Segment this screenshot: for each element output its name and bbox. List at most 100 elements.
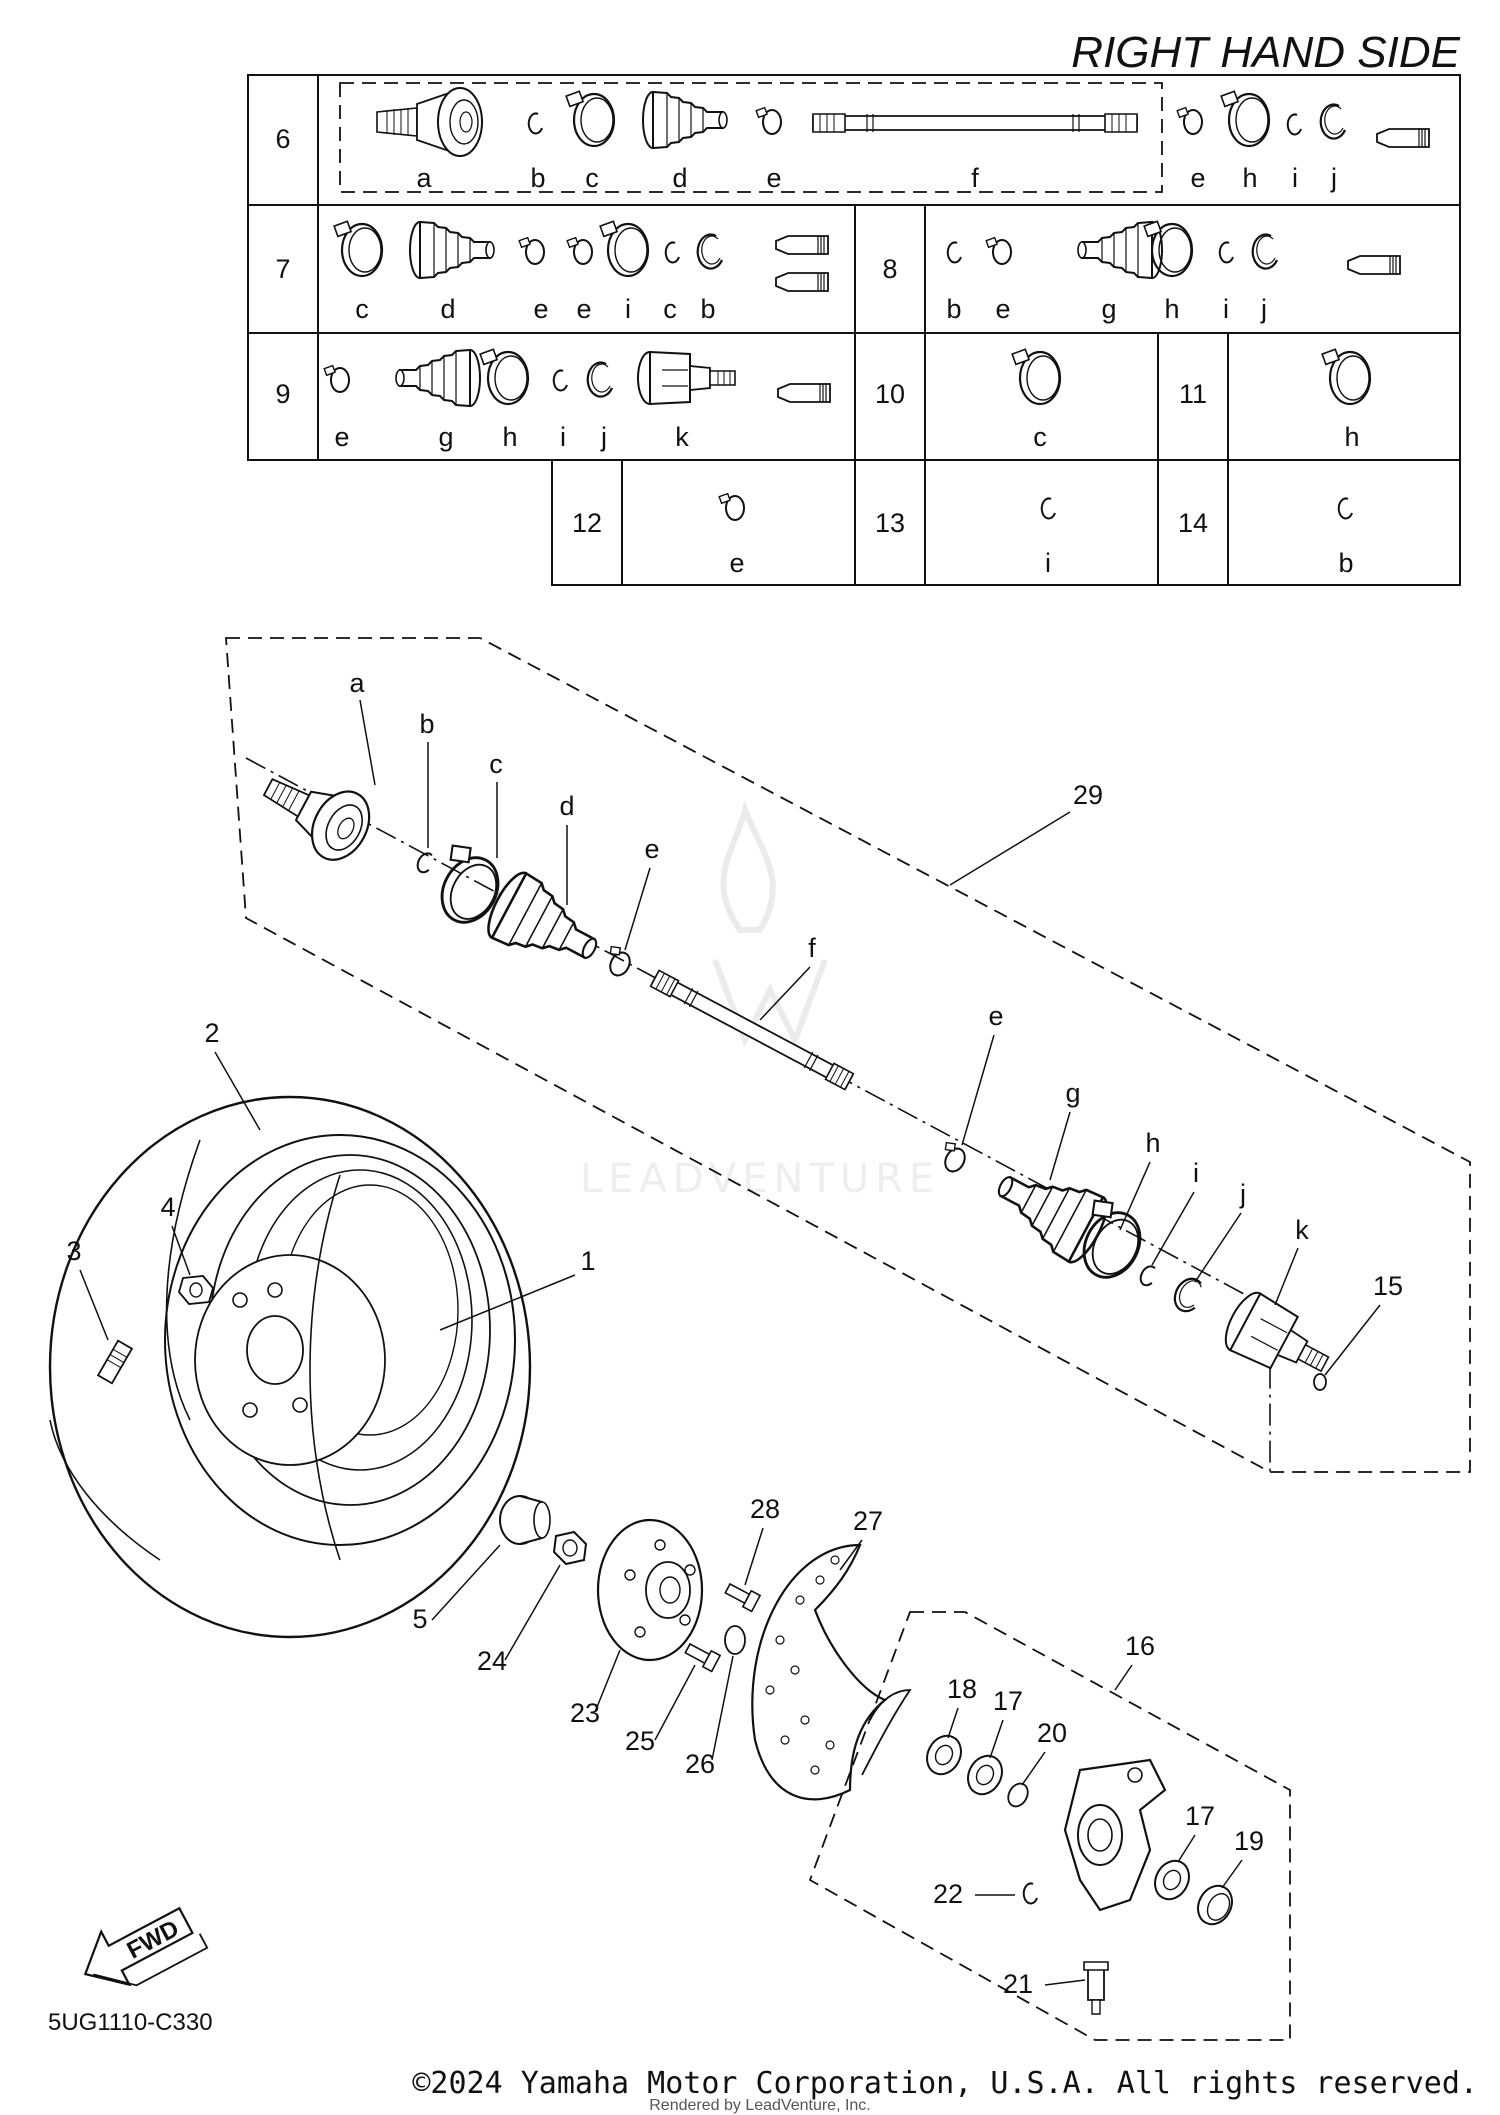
drive-shaft-assembly: a b c d e f e g h i j k xyxy=(225,637,1471,1473)
svg-text:g: g xyxy=(1065,1078,1080,1108)
boot-clamp-icon xyxy=(1220,90,1271,148)
svg-text:j: j xyxy=(600,422,607,452)
svg-text:e: e xyxy=(1190,163,1205,193)
watermark: LEADVENTURE xyxy=(580,799,934,1202)
callout-5: 5 xyxy=(412,1604,427,1634)
page-title: RIGHT HAND SIDE xyxy=(1071,28,1460,77)
callout-25: 26 xyxy=(685,1749,715,1779)
circlip-icon xyxy=(1218,241,1234,264)
svg-text:e: e xyxy=(576,294,591,324)
svg-text:b: b xyxy=(700,294,715,324)
wheel-nut xyxy=(178,1275,214,1305)
svg-text:k: k xyxy=(1295,1215,1309,1245)
svg-text:c: c xyxy=(663,294,677,324)
snap-ring-icon xyxy=(1251,233,1279,270)
callout-28: 28 xyxy=(750,1494,780,1524)
svg-text:d: d xyxy=(672,163,687,193)
svg-text:e: e xyxy=(533,294,548,324)
callout-18: 18 xyxy=(947,1674,977,1704)
svg-text:g: g xyxy=(1101,294,1116,324)
svg-text:c: c xyxy=(489,749,503,779)
steering-knuckle xyxy=(1063,1758,1167,1912)
circlip-b xyxy=(413,849,437,876)
kit-table: 6 xyxy=(247,74,1461,586)
circlip-22 xyxy=(1022,1882,1038,1905)
boot-icon xyxy=(642,91,728,149)
shaft-letter-labels: a b c d e f e g h i j k xyxy=(349,668,1309,1306)
knuckle-group-16 xyxy=(808,1611,1291,2041)
svg-text:e: e xyxy=(644,834,659,864)
copyright-notice: ©2024 Yamaha Motor Corporation, U.S.A. A… xyxy=(412,2066,1478,2101)
axle-nut-26 xyxy=(552,1530,588,1566)
circlip-15 xyxy=(1313,1373,1327,1391)
svg-text:h: h xyxy=(1164,294,1179,324)
svg-text:d: d xyxy=(440,294,455,324)
inner-cv-joint-k xyxy=(1224,1291,1330,1373)
inner-joint-icon xyxy=(637,350,736,406)
svg-text:b: b xyxy=(419,709,434,739)
kit-row-11: 11 h xyxy=(1179,348,1372,452)
circlip-icon xyxy=(1286,113,1302,136)
callout-17-upper: 17 xyxy=(993,1686,1023,1716)
svg-text:b: b xyxy=(530,163,545,193)
drive-shaft-icon xyxy=(812,113,1138,133)
svg-text:c: c xyxy=(1033,422,1047,452)
callout-3: 3 xyxy=(66,1236,81,1266)
svg-text:12: 12 xyxy=(572,508,602,538)
boot-clamp-icon xyxy=(599,220,650,278)
callout-27: 27 xyxy=(853,1506,883,1536)
svg-text:f: f xyxy=(808,933,816,963)
row-number: 7 xyxy=(275,254,290,284)
circlip-icon xyxy=(1040,497,1056,520)
svg-text:i: i xyxy=(1193,1158,1199,1188)
svg-text:i: i xyxy=(625,294,631,324)
svg-text:e: e xyxy=(334,422,349,452)
bearing-17-lower xyxy=(1154,1859,1190,1901)
outer-joint-icon xyxy=(376,87,483,157)
shaft-f xyxy=(649,969,855,1091)
circlip-icon xyxy=(552,369,568,392)
kit-row-9: 9 e g h i j k xyxy=(275,348,831,452)
ball-joint-21 xyxy=(1083,1961,1109,2015)
svg-text:j: j xyxy=(1260,294,1267,324)
collar-5 xyxy=(499,1495,551,1545)
hub-and-brake-assembly xyxy=(499,1495,1291,2041)
snap-ring-j xyxy=(1168,1272,1208,1317)
callout-16: 16 xyxy=(1125,1631,1155,1661)
svg-text:i: i xyxy=(1223,294,1229,324)
callout-4: 4 xyxy=(160,1192,175,1222)
grease-tube-icon xyxy=(1376,128,1430,148)
svg-text:h: h xyxy=(502,422,517,452)
callout-labels: 29 2 1 4 3 15 5 24 23 25 26 28 27 16 18 … xyxy=(66,780,1403,1999)
svg-text:e: e xyxy=(988,1001,1003,1031)
oil-seal-19 xyxy=(1197,1884,1233,1926)
clamp-e-lower xyxy=(934,1138,971,1176)
callout-19: 19 xyxy=(1234,1826,1264,1856)
svg-text:h: h xyxy=(1242,163,1257,193)
kit-row-7: 7 c d e e i c b xyxy=(275,220,829,324)
svg-text:h: h xyxy=(1344,422,1359,452)
clamp-e-upper xyxy=(599,942,636,980)
svg-text:i: i xyxy=(1045,548,1051,578)
rendered-by-credit: Rendered by LeadVenture, Inc. xyxy=(649,2097,871,2114)
snap-ring-icon xyxy=(1319,103,1347,140)
small-clamp-icon xyxy=(566,236,593,265)
grease-tube-icon xyxy=(775,272,829,292)
kit-row-8: 8 b e g h i j xyxy=(882,220,1401,324)
diagram-code: 5UG1110-C330 xyxy=(48,2009,213,2036)
row-number: 9 xyxy=(275,379,290,409)
svg-text:j: j xyxy=(1239,1179,1246,1209)
small-clamp-icon xyxy=(518,236,545,265)
forward-direction-arrow: FWD xyxy=(83,1906,209,1987)
kit-row-12: 12 e xyxy=(572,492,745,578)
svg-text:f: f xyxy=(971,163,979,193)
valve-stem xyxy=(96,1339,134,1385)
boot-d xyxy=(479,866,613,985)
boot-clamp-icon xyxy=(479,348,530,406)
svg-text:e: e xyxy=(995,294,1010,324)
snap-ring-icon xyxy=(696,233,724,270)
svg-text:a: a xyxy=(349,668,365,698)
small-clamp-icon xyxy=(985,236,1012,265)
boot-icon xyxy=(409,221,495,279)
